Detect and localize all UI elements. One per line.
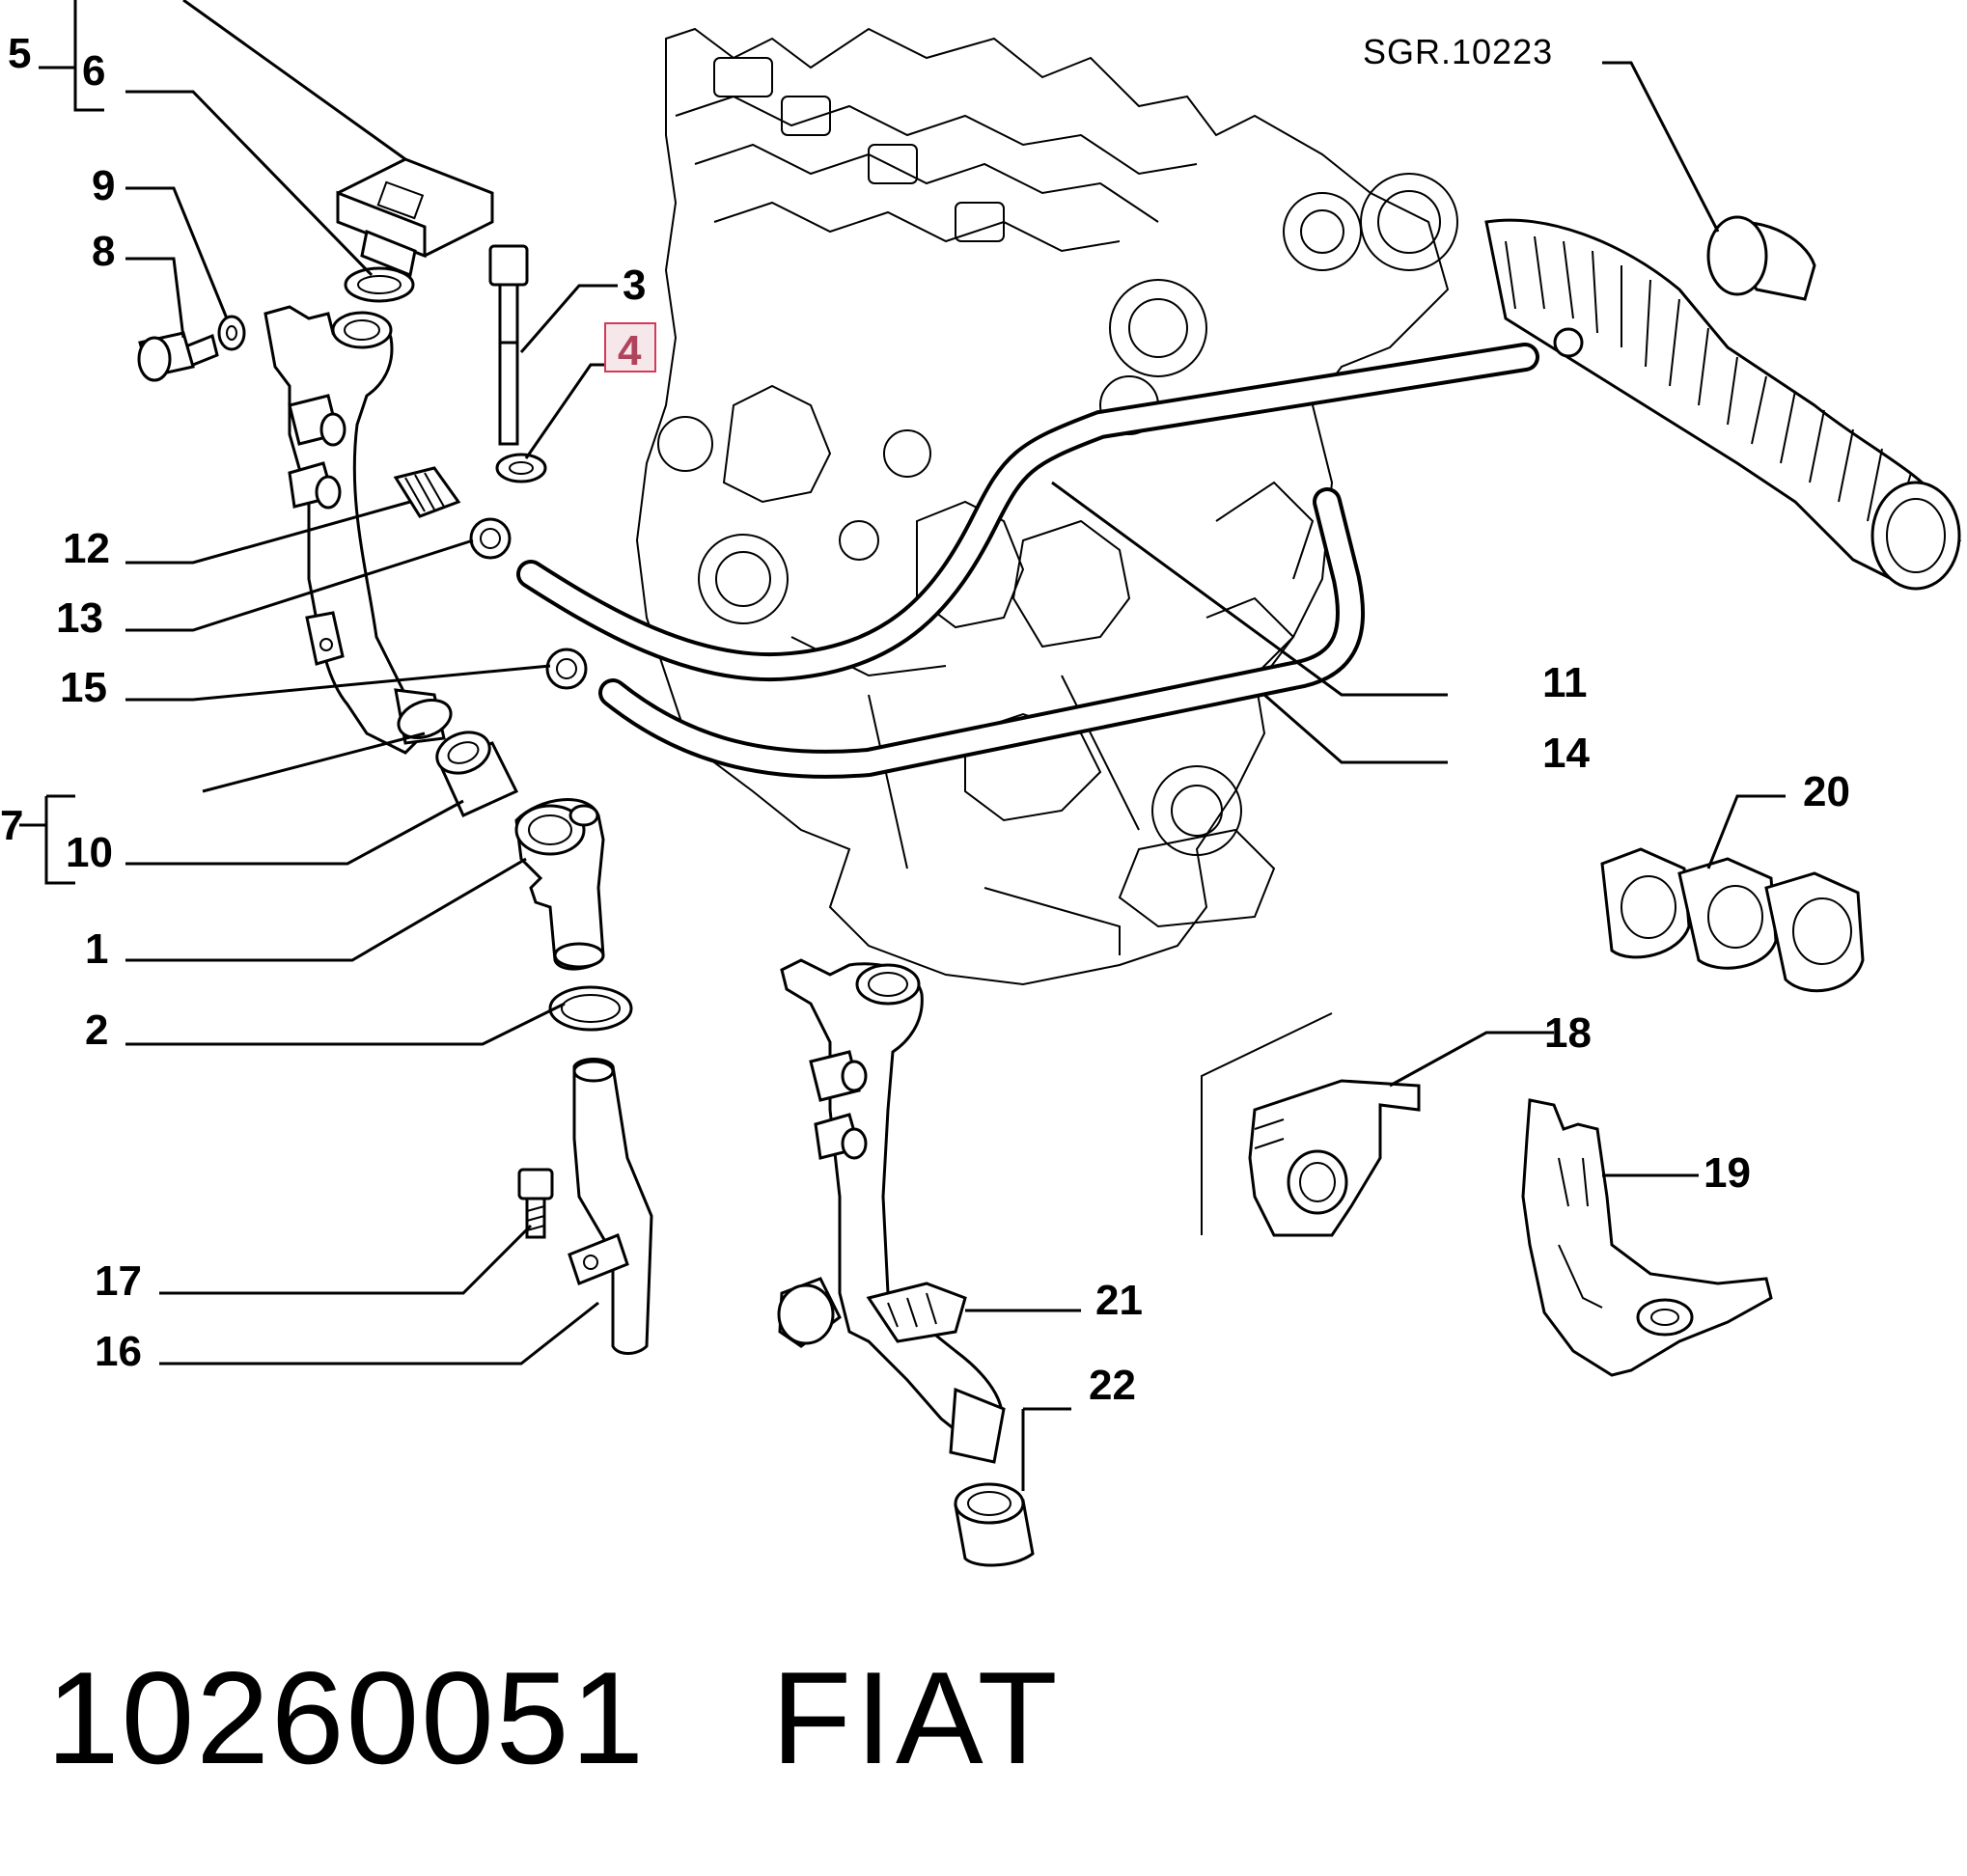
- part-9-washer: [217, 315, 246, 351]
- callout-2: 2: [85, 1007, 108, 1054]
- part-8-bolt: [137, 331, 219, 382]
- part-17-bolt: [517, 1168, 554, 1239]
- part-number: 10260051: [46, 1644, 647, 1791]
- callout-19: 19: [1704, 1149, 1751, 1197]
- callout-3: 3: [623, 262, 646, 309]
- callout-6: 6: [82, 47, 105, 95]
- callout-5: 5: [8, 30, 31, 77]
- part-5-connector-cap: [336, 157, 494, 278]
- footer: 10260051 FIAT: [46, 1641, 1062, 1795]
- part-22-bushing: [954, 1482, 1035, 1567]
- air-intake-corrugated-hose: [1484, 215, 1961, 591]
- leader-lines: [19, 0, 1786, 1491]
- part-3-long-bolt: [488, 244, 529, 446]
- callout-22: 22: [1089, 1362, 1136, 1409]
- callout-4-highlight-box: [604, 322, 656, 372]
- part-16-coolant-pipe: [568, 1058, 653, 1355]
- callout-21: 21: [1095, 1277, 1143, 1324]
- engine-block-outline: [635, 27, 1458, 986]
- callout-9: 9: [92, 162, 115, 209]
- brand-name: FIAT: [771, 1644, 1062, 1791]
- reference-code: SGR.10223: [1363, 32, 1553, 71]
- callout-4: 4: [618, 327, 642, 374]
- callout-1: 1: [85, 925, 108, 973]
- callout-14: 14: [1542, 730, 1590, 777]
- part-18-mounting-bracket: [1248, 1079, 1421, 1237]
- callout-18: 18: [1544, 1009, 1592, 1057]
- callout-labels: 5 6 9 8 3 4 12 13 15 7 10 1 2 17 16 21 2…: [0, 30, 1850, 1409]
- part-6-o-ring: [344, 266, 415, 303]
- callout-7: 7: [0, 802, 23, 849]
- hose-11: [516, 343, 1539, 682]
- callout-8: 8: [92, 228, 115, 275]
- callout-13: 13: [56, 594, 103, 642]
- part-19-mounting-bracket: [1521, 1098, 1773, 1377]
- part-12-temperature-sensor: [393, 466, 461, 518]
- part-10-bushing: [435, 731, 519, 817]
- callout-11: 11: [1542, 659, 1588, 706]
- callout-16: 16: [95, 1328, 142, 1375]
- callout-12: 12: [63, 525, 110, 572]
- callout-17: 17: [95, 1257, 142, 1305]
- part-1-thermostat-housing: [514, 798, 605, 971]
- callout-10: 10: [66, 829, 113, 876]
- part-13-hose-clip: [469, 517, 512, 560]
- part-20-triple-hose-clip: [1600, 847, 1865, 993]
- part-7-coolant-pipe-assembly: [263, 305, 453, 755]
- callout-15: 15: [60, 664, 107, 711]
- part-4-washer: [495, 453, 547, 483]
- part-15-hose-clip: [545, 648, 588, 690]
- part-21-pipe-with-clips: [777, 958, 1006, 1464]
- callout-20: 20: [1803, 768, 1850, 815]
- bracket-18-guide-line: [1201, 1012, 1333, 1235]
- hose-14: [598, 487, 1366, 779]
